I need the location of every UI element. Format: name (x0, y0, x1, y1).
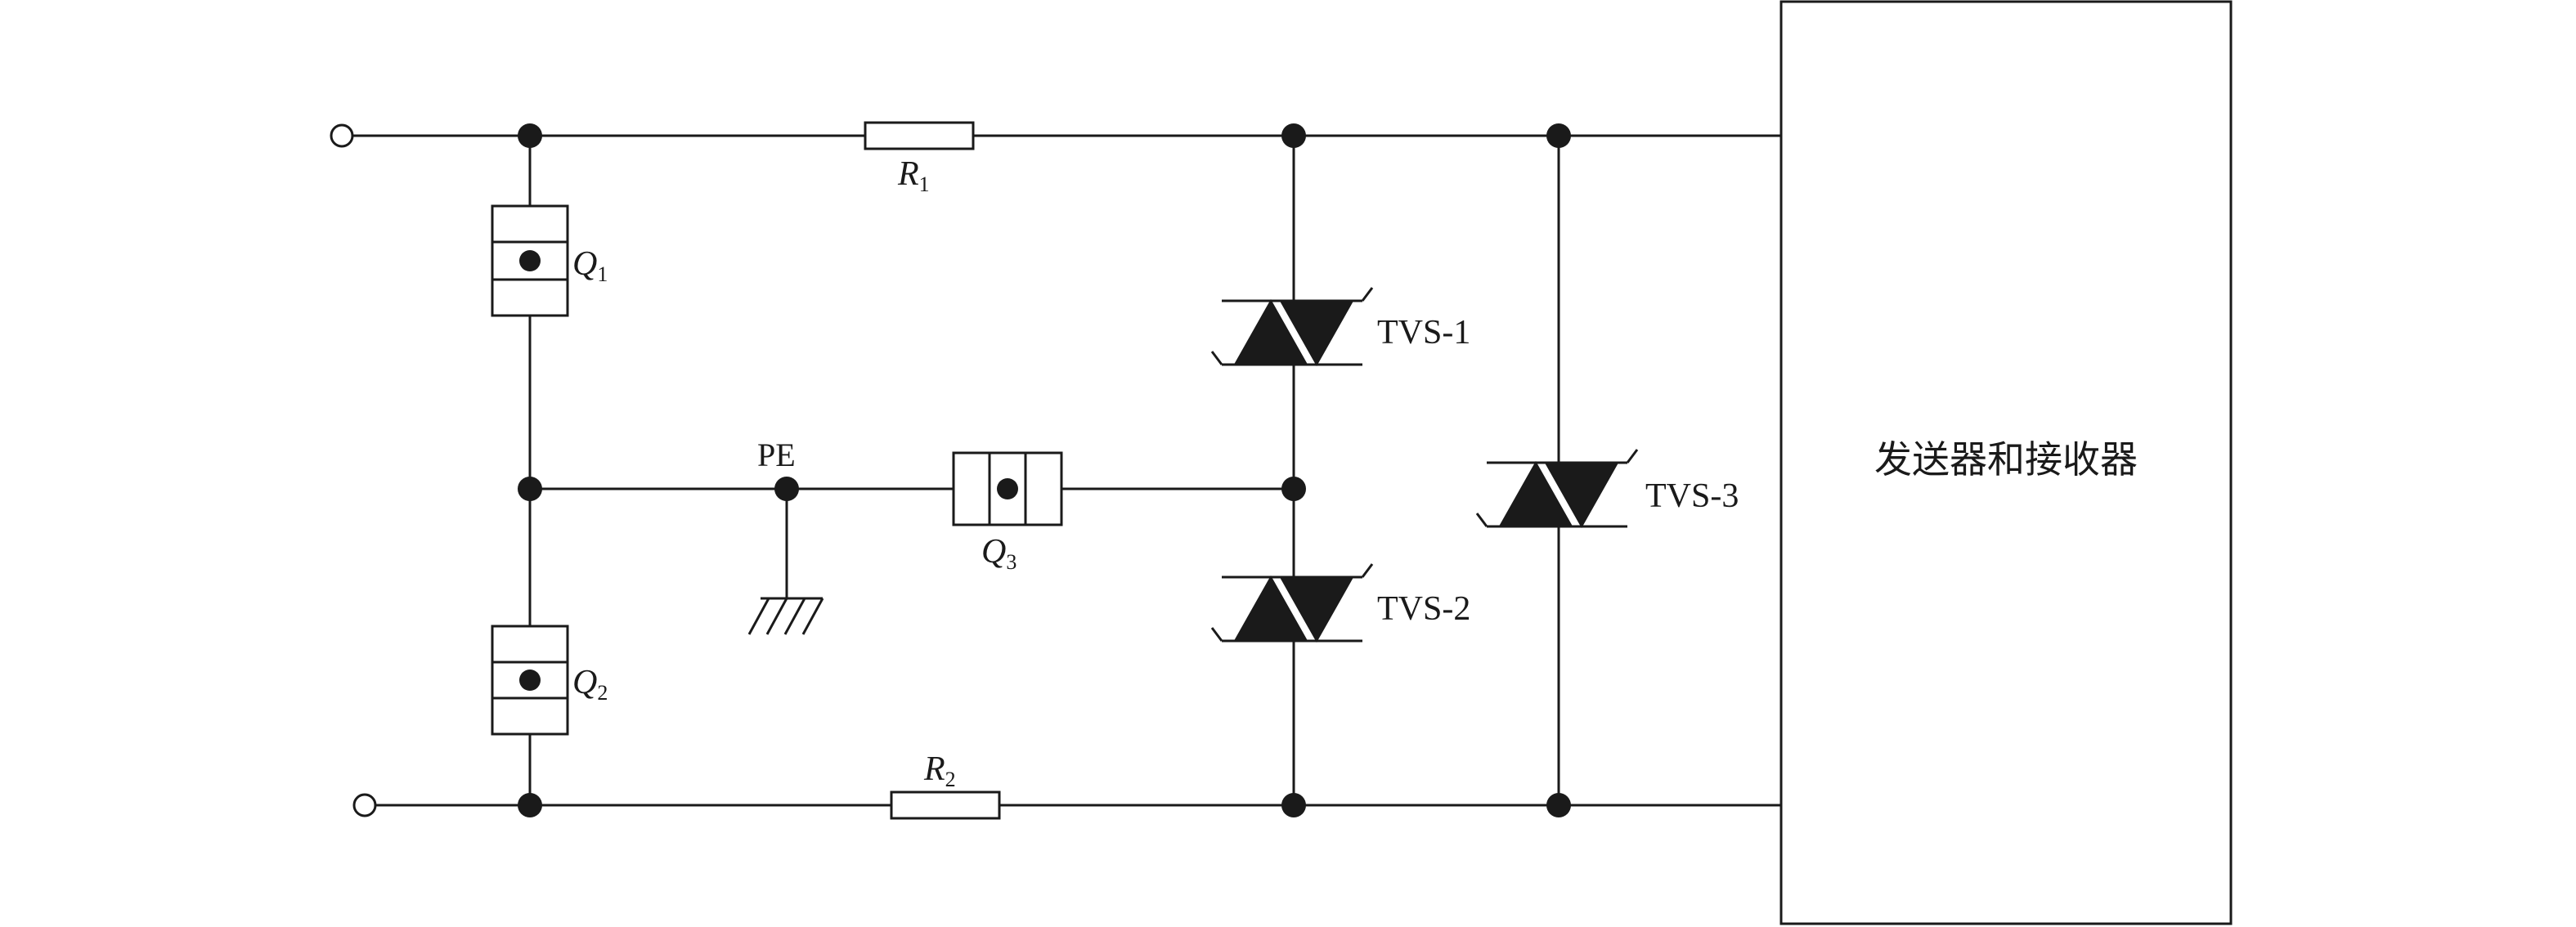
discharge-tube-q2 (491, 625, 569, 736)
tvs-diode-2 (1210, 563, 1374, 643)
label-q2: Q2 (572, 664, 608, 705)
discharge-tube-q3 (952, 451, 1063, 526)
discharge-tube-q1 (491, 204, 569, 317)
node-top-tvs (1281, 123, 1306, 148)
label-q1-sub: 1 (597, 262, 608, 286)
label-q2-sub: 2 (597, 681, 608, 705)
ground-hatch-1 (747, 598, 770, 635)
label-q1: Q1 (572, 245, 608, 286)
node-bottom-tvs (1281, 793, 1306, 817)
transceiver-block (1779, 0, 2233, 925)
label-q2-letter: Q (572, 664, 597, 701)
input-terminal-top (330, 123, 354, 148)
transceiver-label: 发送器和接收器 (1874, 437, 2138, 481)
ground-hatch-3 (783, 598, 806, 635)
label-tvs3: TVS-3 (1645, 477, 1739, 515)
label-q3-sub: 3 (1006, 550, 1016, 574)
node-bottom-left (518, 793, 542, 817)
label-pe: PE (757, 437, 796, 473)
label-r1-letter: R (897, 155, 919, 193)
label-tvs2: TVS-2 (1377, 590, 1470, 628)
label-r2-letter: R (923, 750, 945, 788)
node-top-tvs3 (1546, 123, 1571, 148)
label-tvs1: TVS-1 (1377, 314, 1470, 352)
label-q1-letter: Q (572, 245, 597, 283)
resistor-r2 (890, 790, 1001, 820)
label-r2-sub: 2 (945, 768, 956, 791)
node-bottom-tvs3 (1546, 793, 1571, 817)
label-r1-sub: 1 (919, 172, 930, 196)
label-q3: Q3 (981, 533, 1016, 574)
input-terminal-bottom (352, 793, 377, 817)
ground-hatch-2 (765, 598, 788, 635)
resistor-r1 (864, 121, 975, 150)
label-r2: R2 (923, 750, 956, 791)
label-q3-letter: Q (981, 533, 1006, 571)
node-pe (774, 477, 799, 501)
tvs-diode-3 (1475, 449, 1639, 529)
junction-nodes (518, 123, 1571, 817)
node-top-left (518, 123, 542, 148)
node-mid-tvs (1281, 477, 1306, 501)
ground-hatch-4 (801, 598, 824, 635)
node-mid-left (518, 477, 542, 501)
label-r1: R1 (897, 155, 930, 196)
tvs-diode-1 (1210, 287, 1374, 367)
wires (352, 134, 1781, 807)
